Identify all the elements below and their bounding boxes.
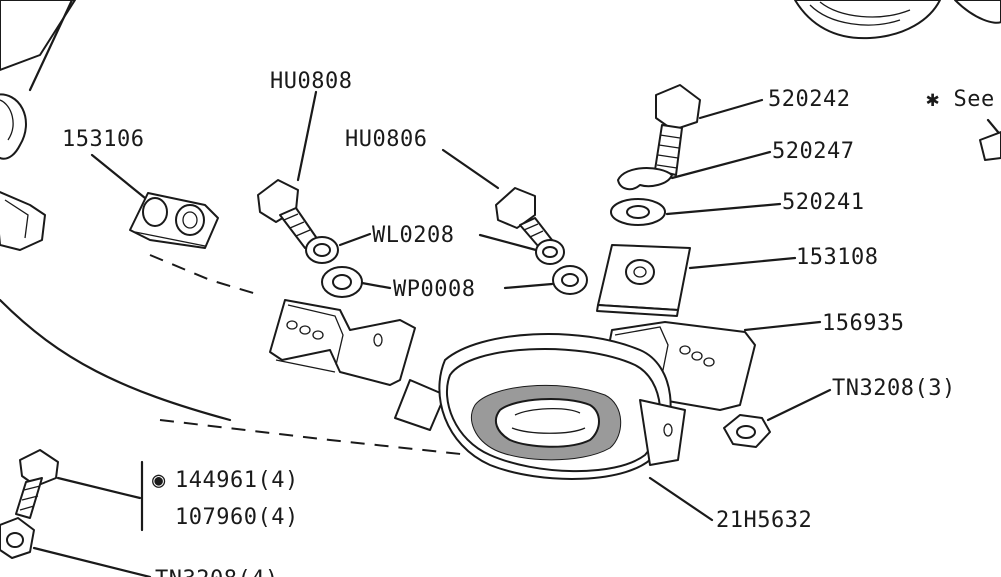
label-bullet-marker: ◉ [152,468,166,493]
spring-washer-520247 [617,150,772,191]
label-wl0208: WL0208 [372,223,454,248]
washer-wl0208-right [535,239,565,265]
label-hu0806: HU0806 [345,127,427,152]
leader-wp0008-right [503,282,554,290]
label-21h5632: 21H5632 [716,508,812,533]
plate-153108 [596,244,797,317]
leader-wl0208-right [478,233,538,252]
label-156935: 156935 [822,311,904,336]
washer-wp0008-right [552,265,588,295]
nut-tn3208-bottom [0,517,152,577]
label-520242: 520242 [768,87,850,112]
label-520241: 520241 [782,190,864,215]
reference-dashed-line [159,419,471,456]
bolt-hu0806 [441,148,553,247]
washer-wp0008-left [321,266,363,298]
center-bearing-21h5632 [394,333,714,522]
label-107960: 107960(4) [175,505,299,530]
label-153106: 153106 [62,127,144,152]
bolt-hu0808 [257,90,319,249]
label-520247: 520247 [772,139,854,164]
label-tn3208: TN3208(3) [832,376,956,401]
leader-wp0008-left [360,281,392,290]
label-wp0008: WP0008 [393,277,475,302]
shaft-housing-left [0,0,232,422]
washer-wl0208-left [305,236,339,264]
bolt-144961 [15,449,142,519]
label-144961: 144961(4) [175,468,299,493]
label-153108: 153108 [796,245,878,270]
label-see-note: ✱ See [926,87,995,112]
nut-tn3208 [723,388,832,448]
bracket-left [269,299,416,386]
leader-wl0208-left [338,232,372,247]
washer-520241 [610,198,782,226]
reference-dashed-line-2 [149,254,261,296]
gear-hub-top-right [794,0,1001,161]
label-tn3208-bottom: TN3208(4) [155,567,279,577]
bolt-520242 [654,84,764,176]
label-hu0808: HU0808 [270,69,352,94]
clip-153106 [90,153,219,249]
